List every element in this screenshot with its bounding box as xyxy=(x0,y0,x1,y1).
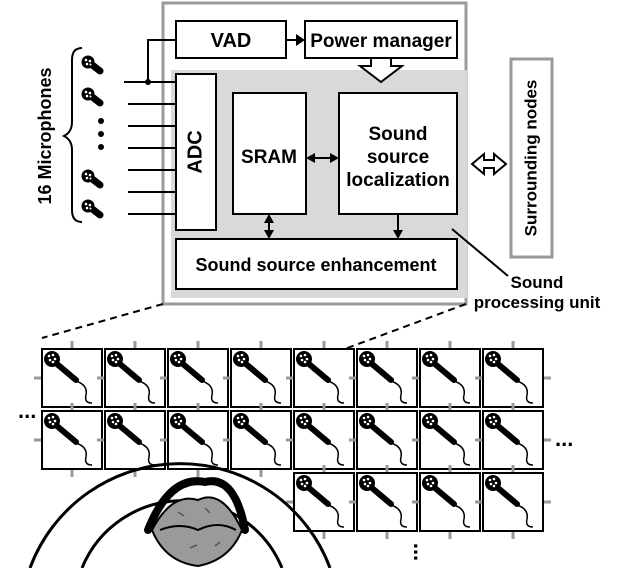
ssl-sse-arrow xyxy=(393,214,403,239)
array-ellipsis-bottom: ... xyxy=(409,543,434,561)
microphone-icon xyxy=(82,56,101,72)
power-manager-down-arrow xyxy=(357,57,405,84)
ssl-label-line3: localization xyxy=(346,170,449,191)
sound-source-enhancement-block: Sound source enhancement xyxy=(175,238,458,290)
vad-label: VAD xyxy=(211,30,252,52)
spu-label-line1: Sound xyxy=(511,273,564,292)
sse-label: Sound source enhancement xyxy=(195,255,436,275)
array-ellipsis-right: ... xyxy=(555,426,573,451)
lips-icon xyxy=(144,477,249,568)
zoom-line-right xyxy=(341,303,467,351)
surrounding-nodes-block: Surrounding nodes xyxy=(509,57,554,259)
ssl-label-line1: Sound xyxy=(368,124,427,145)
vad-to-power-arrowhead xyxy=(296,34,305,46)
microphone-icon xyxy=(82,170,101,186)
microphone-ellipsis-dots xyxy=(98,118,104,150)
microphone-icon xyxy=(82,88,101,104)
sound-wave-outer xyxy=(28,462,332,568)
sound-source-localization-block: Sound source localization xyxy=(338,92,458,215)
surrounding-nodes-label: Surrounding nodes xyxy=(521,80,540,237)
spu-pointer-line xyxy=(451,228,509,277)
sram-sse-arrow xyxy=(264,214,274,239)
ssl-label-line2: source xyxy=(367,147,429,168)
microphone-wires xyxy=(124,39,176,215)
surrounding-nodes-double-arrow xyxy=(470,151,508,177)
microphones-brace xyxy=(61,47,83,223)
wire-junction xyxy=(145,79,151,85)
microphone-icon xyxy=(82,200,101,216)
zoom-line-left xyxy=(41,303,164,339)
sram-ssl-arrow xyxy=(306,153,339,163)
mic-node xyxy=(475,465,551,539)
microphones-label: 16 Microphones xyxy=(35,67,55,204)
power-manager-block: Power manager xyxy=(304,20,458,59)
sram-block: SRAM xyxy=(232,92,307,215)
spu-label-line2: processing unit xyxy=(474,293,601,312)
adc-block: ADC xyxy=(175,73,217,231)
power-manager-label: Power manager xyxy=(310,31,452,52)
sram-label: SRAM xyxy=(241,147,297,168)
adc-label: ADC xyxy=(184,130,206,173)
array-ellipsis-left: ... xyxy=(18,398,36,423)
vad-block: VAD xyxy=(175,20,287,59)
